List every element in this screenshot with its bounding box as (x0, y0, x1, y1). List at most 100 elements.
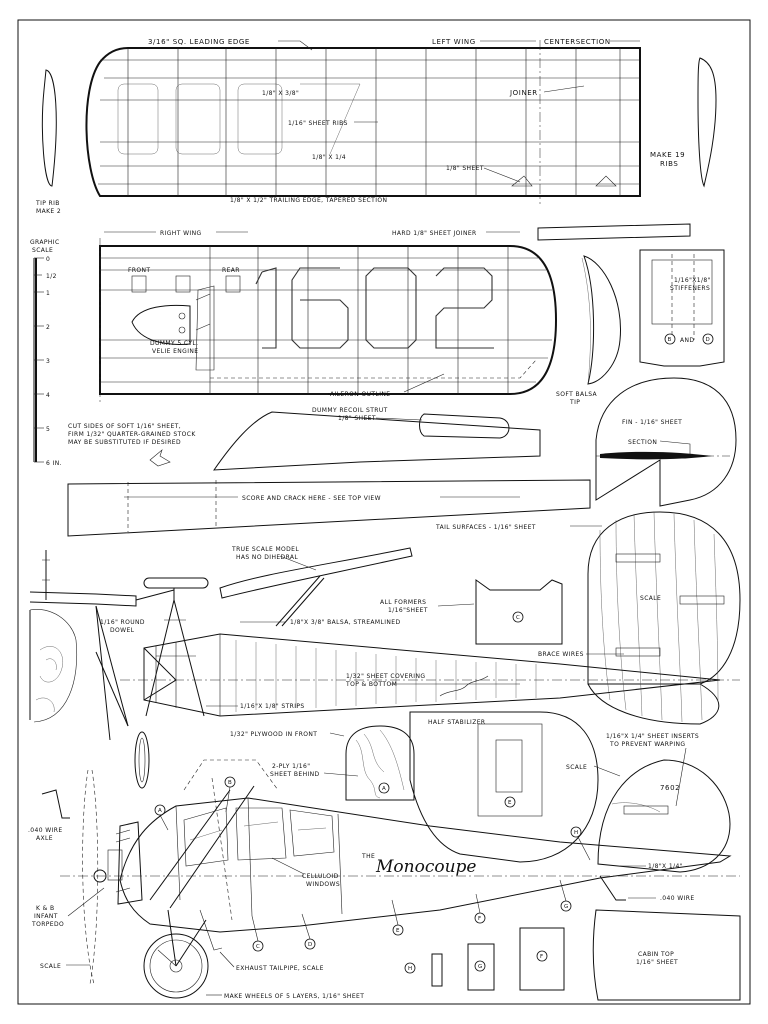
tail-surfaces-label: TAIL SURFACES - 1/16" SHEET (435, 524, 536, 531)
make-wheels-label: MAKE WHEELS OF 5 LAYERS, 1/16" SHEET (224, 993, 364, 1000)
left-wing-label: LEFT WING (432, 38, 476, 46)
former-c (475, 579, 563, 645)
leading-edge-label: 3/16" SQ. LEADING EDGE (148, 38, 250, 46)
soft-balsa-tip (583, 255, 622, 385)
all-formers-label-2: 1/16"SHEET (388, 607, 428, 614)
former-a-letter-ply: A (382, 786, 386, 792)
two-ply-label-2: SHEET BEHIND (270, 771, 320, 778)
marker-g: G (564, 904, 568, 910)
front-view (29, 550, 209, 789)
marker-d: D (308, 942, 312, 948)
joiner-part (537, 223, 691, 241)
rear-label: REAR (222, 267, 240, 274)
graphic-scale (33, 257, 44, 463)
section-label: SECTION (628, 439, 657, 446)
scale-tick-4: 4 (46, 392, 50, 399)
former-f-letter: F (540, 954, 543, 960)
fuselage-side-view (60, 759, 740, 999)
kb-label-1: K & B (36, 905, 55, 912)
two-ply-label-1: 2-PLY 1/16" (272, 763, 310, 770)
plywood-former (345, 725, 415, 801)
make-19-label: MAKE 19 (650, 151, 685, 159)
fuselage-top-view (120, 633, 740, 717)
cut-sides-label-3: MAY BE SUBSTITUTED IF DESIRED (68, 439, 181, 446)
centersection-label: CENTERSECTION (544, 38, 611, 46)
exhaust-label: EXHAUST TAILPIPE, SCALE (236, 965, 324, 972)
wire-040-label: .040 WIRE (660, 895, 695, 902)
cabin-top-label-2: 1/16" SHEET (636, 959, 678, 966)
scale-tick-half: 1/2 (46, 273, 57, 280)
former-f (519, 927, 565, 991)
stiffeners-label-2: STIFFENERS (670, 285, 710, 292)
marker-h: H (574, 830, 578, 836)
b-and-d-label: AND (680, 337, 694, 344)
right-wing-label: RIGHT WING (160, 230, 202, 237)
aileron-label: AILERON OUTLINE (330, 391, 390, 398)
dummy-strut-label-1: DUMMY RECOIL STRUT (312, 407, 388, 414)
former-g-letter: G (478, 964, 482, 970)
cut-sides-label-2: FIRM 1/32" QUARTER-GRAINED STOCK (68, 431, 196, 438)
celluloid-label-2: WINDOWS (306, 881, 340, 888)
dummy-strut-label-2: 1/8" SHEET (338, 415, 376, 422)
monocoupe-script: Monocoupe (375, 857, 476, 877)
former-g (467, 943, 495, 991)
page-border (17, 19, 751, 1005)
plywood-label: 1/32" PLYWOOD IN FRONT (230, 731, 317, 738)
scale-tick-0: 0 (46, 256, 50, 263)
rib-1-8x1-4b-label: 1/8"X 1/4" (648, 863, 683, 870)
scale-tick-6: 6 IN. (46, 460, 62, 467)
former-b-d (639, 249, 725, 367)
all-formers-label-1: ALL FORMERS (380, 599, 426, 606)
rib-1-8x1-4-label: 1/8" X 1/4 (312, 154, 346, 161)
former-h-letter: H (408, 966, 412, 972)
sheet-covering-label-1: 1/32" SHEET COVERING (346, 673, 425, 680)
wire-axle-label-2: AXLE (36, 835, 53, 842)
fuselage-bottom-template (67, 479, 591, 537)
scale-label-tail: SCALE (640, 595, 661, 602)
sheet-ribs-label: 1/16" SHEET RIBS (288, 120, 348, 127)
trailing-edge-label: 1/8" X 1/2" TRAILING EDGE, TAPERED SECTI… (230, 197, 387, 204)
soft-balsa-label-2: TIP (569, 399, 580, 406)
stiffeners-label-1: 1/16"X1/8" (674, 277, 711, 284)
celluloid-label-1: CELLULOID (302, 873, 339, 880)
marker-c: C (256, 944, 260, 950)
dummy-recoil-strut (419, 413, 510, 439)
wing-strut-true-scale (219, 547, 413, 599)
half-stabilizer-label: HALF STABILIZER (428, 719, 486, 726)
round-dowel-label-2: DOWEL (110, 627, 135, 634)
cut-sides-label-1: CUT SIDES OF SOFT 1/16" SHEET, (68, 423, 181, 430)
wing-registration-602 (255, 267, 494, 349)
joiner-label: JOINER (509, 89, 538, 97)
cabin-top (592, 909, 741, 1001)
scale-tick-5: 5 (46, 426, 50, 433)
kb-label-3: TORPEDO (31, 921, 64, 928)
wire-axle-drawing (41, 789, 70, 819)
former-d-letter: D (706, 337, 710, 343)
former-b-letter: B (668, 337, 672, 343)
scale-label-side: SCALE (40, 963, 61, 970)
half-stabilizer (409, 711, 599, 863)
round-dowel-label-1: 1/16" ROUND (100, 619, 145, 626)
strips-label: 1/16"X 1/8" STRIPS (240, 703, 305, 710)
marker-f: F (478, 916, 481, 922)
true-scale-label-1: TRUE SCALE MODEL (231, 546, 299, 553)
fin-outline (595, 377, 737, 507)
sheet-covering-label-2: TOP & BOTTOM (345, 681, 397, 688)
former-h (431, 953, 443, 987)
tip-rib-drawing (41, 69, 57, 187)
tip-rib-label: TIP RIB (35, 200, 60, 207)
marker-e: E (396, 928, 400, 934)
rib-1-8x3-8-label: 1/8" X 3/8" (262, 90, 299, 97)
marker-b: B (228, 780, 232, 786)
dummy-velie-engine (131, 275, 241, 371)
cabin-top-label-1: CABIN TOP (638, 951, 674, 958)
make-2-label: MAKE 2 (36, 208, 61, 215)
scale-tick-2: 2 (46, 324, 50, 331)
dummy-engine-label-2: VELIE ENGINE (152, 348, 198, 355)
stabilizer-with-number (597, 759, 731, 873)
kb-label-2: INFANT (34, 913, 58, 920)
inserts-label-2: TO PREVENT WARPING (609, 741, 685, 748)
scale-tick-1: 1 (46, 290, 50, 297)
ribs-label: RIBS (660, 160, 678, 168)
